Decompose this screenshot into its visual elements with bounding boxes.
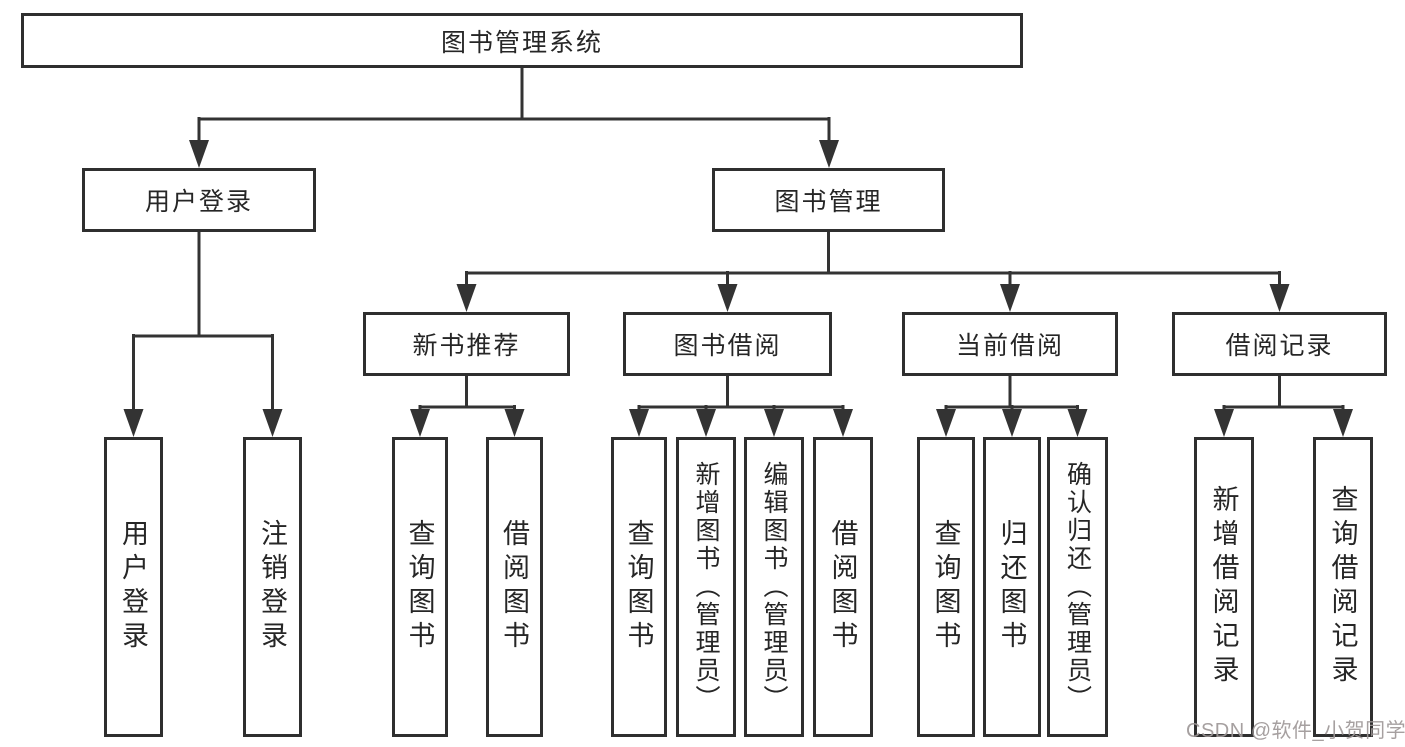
csdn-watermark: CSDN @软件_小贺同学 — [1186, 720, 1405, 742]
node-edit-book-admin: 编辑图书（管理员） — [744, 437, 804, 737]
node-add-book-admin: 新增图书（管理员） — [676, 437, 736, 737]
node-return-book: 归还图书 — [983, 437, 1041, 737]
node-logout: 注销登录 — [243, 437, 302, 737]
node-new-book-recommend: 新书推荐 — [363, 312, 570, 376]
node-borrow-record: 借阅记录 — [1172, 312, 1387, 376]
node-borrow-books-a: 借阅图书 — [486, 437, 543, 737]
node-user-login-leaf: 用户登录 — [104, 437, 163, 737]
node-query-borrow-record: 查询借阅记录 — [1313, 437, 1373, 737]
node-root: 图书管理系统 — [21, 13, 1023, 68]
node-confirm-return-admin: 确认归还（管理员） — [1047, 437, 1108, 737]
node-user-login: 用户登录 — [82, 168, 316, 232]
node-borrow-books-b: 借阅图书 — [813, 437, 873, 737]
node-query-books-a: 查询图书 — [392, 437, 448, 737]
node-query-books-c: 查询图书 — [917, 437, 975, 737]
node-query-books-b: 查询图书 — [611, 437, 667, 737]
node-current-borrow: 当前借阅 — [902, 312, 1118, 376]
node-book-management: 图书管理 — [712, 168, 945, 232]
node-book-borrow: 图书借阅 — [623, 312, 832, 376]
node-add-borrow-record: 新增借阅记录 — [1194, 437, 1254, 737]
